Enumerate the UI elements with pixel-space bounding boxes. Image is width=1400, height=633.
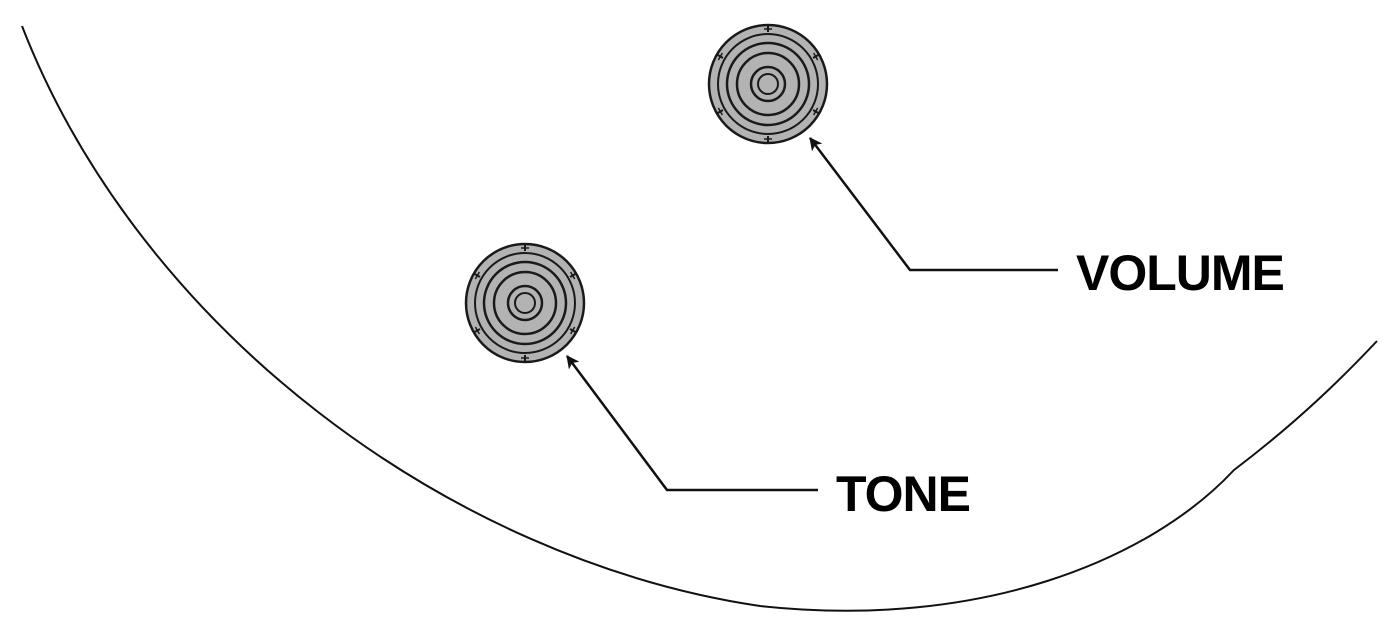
knob-notch-bar	[474, 326, 481, 335]
knob-ring	[717, 33, 819, 135]
knob-notch-bar	[474, 271, 481, 280]
tone-knob-icon	[464, 242, 586, 364]
knob-center	[514, 292, 536, 314]
knob-ring	[735, 51, 801, 117]
volume-label: VOLUME	[1076, 245, 1284, 301]
tone-leader-arrow	[565, 355, 818, 492]
volume-knob-icon	[707, 23, 829, 145]
knob-notch-bar	[812, 107, 819, 116]
volume-leader-arrow	[809, 137, 1058, 272]
knob-notch-bar	[569, 271, 576, 280]
knob-notch-bar	[569, 326, 576, 335]
knob-notch-bar	[717, 107, 724, 116]
knob-ring	[725, 41, 811, 127]
tone-label: TONE	[836, 466, 970, 522]
guitar-body-outline	[21, 25, 1378, 612]
knob-ring	[474, 252, 576, 354]
knob-center	[757, 73, 779, 95]
knob-ring	[482, 260, 568, 346]
knob-ring	[492, 270, 558, 336]
knob-notch-bar	[812, 52, 819, 61]
knob-notch-bar	[717, 52, 724, 61]
